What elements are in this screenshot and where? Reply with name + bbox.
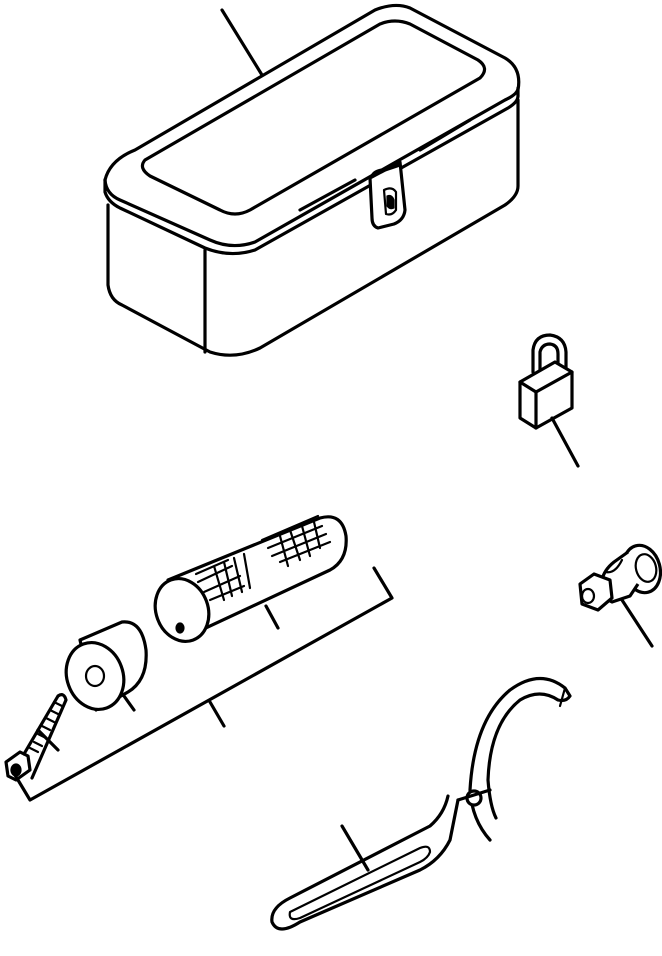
end-cap [64,620,148,712]
tool-box-latch [368,160,407,230]
wrench-slot [288,845,432,921]
callout-cap-screw [36,728,60,752]
fitting [578,543,662,648]
callout-wrench [340,824,370,872]
callout-end-cap [122,694,136,712]
fitting-hex-nut [578,572,614,612]
spanner-wrench [270,676,572,931]
grip-assembly [4,514,394,802]
callout-padlock [550,416,580,468]
callout-grip [264,604,280,630]
tool-box-body [103,3,521,357]
callout-assembly [208,700,226,728]
padlock [518,333,580,468]
callout-fitting [620,598,654,648]
wrench-hook [468,676,572,842]
padlock-body [518,360,574,430]
callout-tool-box [220,8,264,77]
cap-screw [4,693,68,782]
tool-box [103,3,521,357]
assembly-bracket [10,566,394,802]
knurled-grip [153,514,348,643]
padlock-shackle [531,333,568,374]
wrench-handle [270,794,460,931]
